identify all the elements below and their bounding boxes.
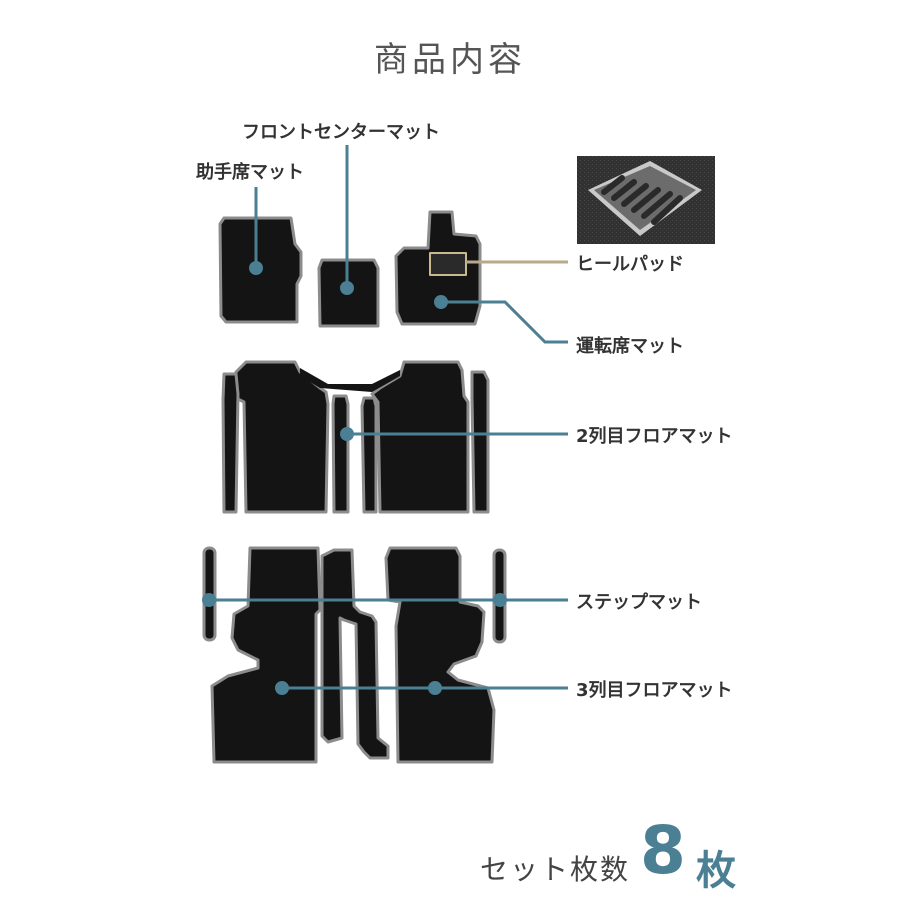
heel-pad [429, 252, 467, 276]
third-row-mat-dot-left [275, 681, 289, 695]
second-row-mat-label: 2列目フロアマット [576, 426, 733, 447]
second-row-center-strip-right [360, 396, 378, 514]
third-row-mat-label: 3列目フロアマット [576, 680, 733, 701]
set-count-label: セット枚数 [480, 853, 631, 886]
front-center-mat-dot [340, 281, 354, 295]
third-row-center-strip [320, 548, 390, 760]
second-row-center-strip-left [331, 394, 350, 514]
second-row-mat-right [370, 360, 470, 514]
second-row-left-strip [221, 372, 240, 514]
driver-mat-leader [441, 300, 568, 344]
step-mat-dot-right [493, 593, 507, 607]
third-row-mat-dot-right [428, 681, 442, 695]
second-row-right-strip [470, 370, 490, 514]
page-title: 商品内容 [374, 40, 526, 80]
heel-pad-photo [577, 156, 715, 244]
second-row-connector [300, 368, 400, 392]
third-row-mat-left [210, 546, 322, 764]
heel-pad-label: ヒールパッド [576, 254, 684, 275]
passenger-mat-dot [249, 261, 263, 275]
set-count-unit: 枚 [696, 848, 736, 894]
third-row-mat-right [384, 546, 496, 764]
front-center-mat-label: フロントセンターマット [242, 122, 440, 143]
passenger-mat-label: 助手席マット [196, 162, 304, 183]
set-count-value: 8 [640, 812, 686, 889]
driver-mat-label: 運転席マット [576, 336, 684, 357]
step-mat-dot-left [202, 593, 216, 607]
step-mat-label: ステップマット [576, 592, 702, 613]
driver-mat-dot [434, 295, 448, 309]
second-row-mat-dot [340, 427, 354, 441]
